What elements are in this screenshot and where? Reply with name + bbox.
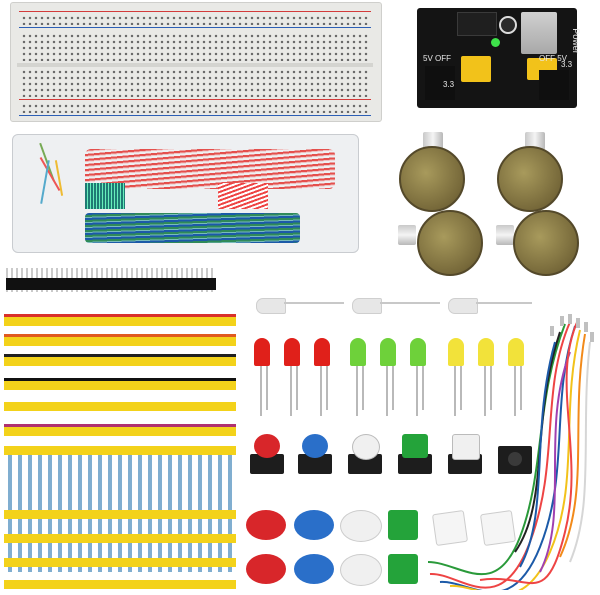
red-white-jumpers: [218, 183, 268, 209]
power-led: [491, 38, 500, 47]
square-cap-green: [388, 554, 418, 584]
red-jumper-bundle: [85, 149, 335, 189]
led-yellow-icon: [448, 338, 464, 366]
resistor-tape: [4, 510, 236, 519]
led-red-icon: [284, 338, 300, 366]
led-green-icon: [380, 338, 396, 366]
led-clear-icon: [448, 298, 478, 314]
usb-port: [521, 12, 557, 54]
green-jumper-bundle: [85, 183, 125, 209]
switch-cap-white: [352, 434, 380, 460]
switch-cap-white-square: [452, 434, 480, 460]
resistor-tape: [4, 354, 236, 366]
breadboard: [10, 2, 382, 122]
led-clear-icon: [256, 298, 286, 314]
switch-cap-red: [254, 434, 280, 458]
dc-jack: [457, 12, 497, 36]
led-green-icon: [350, 338, 366, 366]
v33-label-right: 3.3: [561, 60, 573, 69]
potentiometer-icon: [417, 210, 483, 276]
pin-block-left: [425, 66, 455, 100]
potentiometers: [395, 130, 585, 276]
round-cap-blue: [294, 554, 334, 584]
off-label-left: 5V OFF: [423, 54, 452, 63]
jumper-wire-box: [12, 134, 359, 253]
round-cap-red: [246, 510, 286, 540]
potentiometer-shaft: [398, 225, 416, 245]
round-cap-red: [246, 554, 286, 584]
resistor-tape: [4, 424, 236, 436]
potentiometer-icon: [513, 210, 579, 276]
rail-red-bottom: [19, 99, 371, 100]
switch-cap-green: [402, 434, 428, 458]
tact-switch-icon: [250, 454, 284, 474]
potentiometer-shaft: [496, 225, 514, 245]
power-label: Power: [570, 28, 581, 54]
led-clear-icon: [352, 298, 382, 314]
terminal-holes-top: [21, 33, 369, 61]
potentiometer-shaft: [525, 132, 545, 150]
potentiometer-icon: [399, 146, 465, 212]
square-cap-green: [388, 510, 418, 540]
pin-block-right: [539, 70, 569, 100]
terminal-holes-bottom: [21, 69, 369, 97]
rail-red-top: [19, 11, 371, 12]
button-caps: [242, 506, 532, 592]
rail-blue-top: [19, 27, 371, 28]
led-green-icon: [410, 338, 426, 366]
jumper-wire-bundle: [420, 312, 598, 595]
rail-blue-bottom: [19, 115, 371, 116]
loose-wires: [21, 142, 79, 213]
colored-leds: [250, 336, 540, 422]
round-cap-white: [340, 510, 382, 542]
led-yellow-icon: [508, 338, 524, 366]
round-cap-blue: [294, 510, 334, 540]
blue-jumper-bundle: [85, 213, 300, 243]
resistor-tape: [4, 402, 236, 411]
potentiometer-shaft: [423, 132, 443, 150]
resistor-strips: [0, 312, 240, 593]
led-red-icon: [314, 338, 330, 366]
resistor-tape: [4, 334, 236, 346]
off-label-right: OFF 5V: [539, 54, 568, 63]
tact-switch-icon: [348, 454, 382, 474]
switch-plunger: [508, 452, 522, 466]
center-channel: [17, 63, 373, 67]
tact-switches: [244, 432, 544, 482]
rail-holes-top: [21, 15, 369, 25]
clear-leds: [248, 296, 538, 316]
resistor-tape: [4, 378, 236, 390]
potentiometer-icon: [497, 146, 563, 212]
power-supply-module: Power 5V OFF OFF 5V 3.3 3.3: [417, 8, 581, 108]
resistor-tape: [4, 558, 236, 567]
resistor-tape: [4, 314, 236, 326]
tact-switch-icon: [298, 454, 332, 474]
led-yellow-icon: [478, 338, 494, 366]
resistor-tape: [4, 446, 236, 455]
v33-label-left: 3.3: [443, 80, 455, 89]
led-red-icon: [254, 338, 270, 366]
switch-cap-blue: [302, 434, 328, 458]
jumper-left: [461, 56, 491, 82]
tact-switch-icon: [398, 454, 432, 474]
jumper-wire-icon: [427, 314, 594, 595]
resistor-tape: [4, 580, 236, 589]
round-cap-white: [340, 554, 382, 586]
pin-header: [6, 278, 216, 290]
resistor-tape: [4, 534, 236, 543]
rail-holes-bottom: [21, 103, 369, 113]
switch-button: [499, 16, 517, 34]
